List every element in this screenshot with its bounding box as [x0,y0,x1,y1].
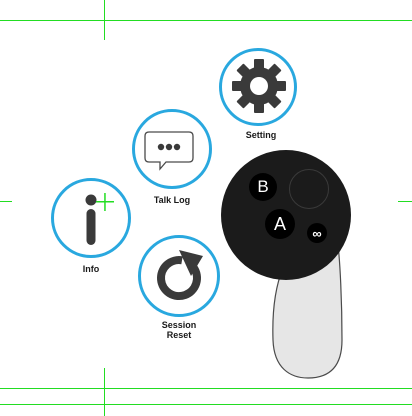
guide-line-bottom [0,388,412,389]
session-reset-button[interactable] [138,235,220,317]
session-reset-label: Session Reset [161,320,197,340]
info-label: Info [82,264,100,274]
guide-line-bottom-vertical [104,368,105,416]
button-a-label: A [273,213,286,234]
talk-log-label: Talk Log [153,195,191,205]
chat-bubble-icon [144,131,194,171]
setting-label: Setting [245,130,277,140]
guide-line-top-vertical [104,0,105,40]
menu-button-icon: ∞ [312,225,322,241]
talk-log-button[interactable] [132,109,212,189]
guide-line-bottom-2 [0,404,412,405]
thumbstick[interactable] [289,169,329,209]
controller-face: B A ∞ [221,150,351,280]
info-icon [85,193,114,245]
refresh-icon [157,250,203,301]
guide-line-right-tick [398,201,412,202]
guide-line-top [0,20,412,21]
setting-button[interactable] [219,48,297,126]
menu-button[interactable]: ∞ [307,223,327,243]
button-b[interactable]: B [249,173,277,201]
gear-icon [232,59,286,113]
info-button[interactable] [51,178,131,258]
button-b-label: B [257,177,269,196]
guide-line-left-tick [0,201,12,202]
button-a[interactable]: A [265,209,295,239]
